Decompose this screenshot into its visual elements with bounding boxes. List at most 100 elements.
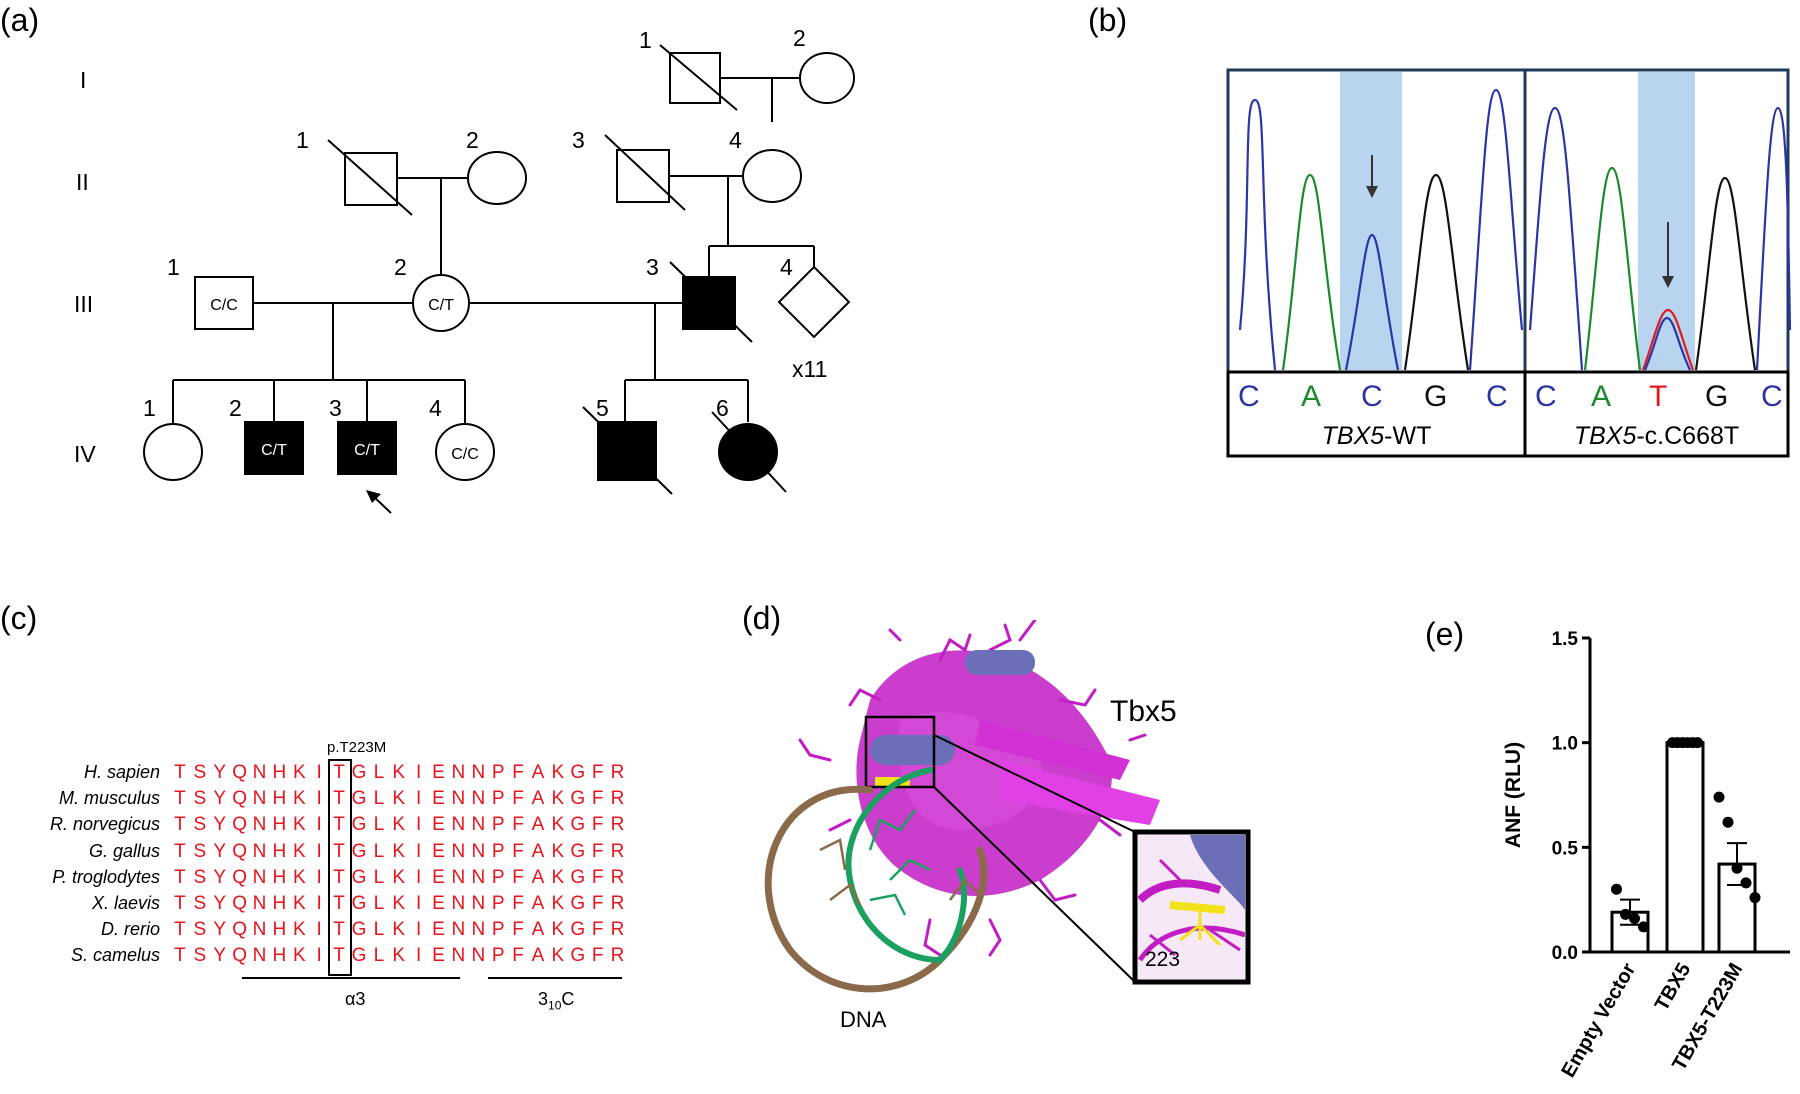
residue: G <box>351 788 367 810</box>
residue: H <box>272 762 287 783</box>
base-call: A <box>1591 380 1612 413</box>
y-axis-label: ANF (RLU) <box>1502 742 1525 848</box>
region-label-part: 3 <box>538 989 549 1009</box>
residue: Y <box>213 762 227 783</box>
residue: L <box>373 893 385 914</box>
individual-number: 2 <box>793 25 806 51</box>
residue: L <box>373 945 385 967</box>
residue: I <box>316 814 322 836</box>
base-call: C <box>1486 380 1508 413</box>
residue: I <box>316 919 322 941</box>
wt-base-calls: C A C G C <box>1228 380 1525 420</box>
residue: I <box>415 945 422 967</box>
residue: P <box>491 788 505 810</box>
individual-number: 1 <box>296 127 309 153</box>
residue: K <box>292 814 306 836</box>
pedigree-IV4-female <box>435 423 495 481</box>
residue: N <box>451 893 466 914</box>
individual-count: x11 <box>792 356 827 382</box>
residue: H <box>272 945 287 967</box>
residue: L <box>373 919 385 941</box>
individual-number: 3 <box>646 254 659 280</box>
individual-number: 4 <box>729 127 742 153</box>
residue: T <box>174 866 186 888</box>
residue: Q <box>232 919 247 941</box>
residue: T <box>333 866 345 888</box>
residue: I <box>316 866 322 888</box>
wt-gene-label: TBX5-WT <box>1228 422 1525 451</box>
residue: T <box>174 919 186 941</box>
protein-dna-structure <box>764 620 1251 993</box>
residue: A <box>531 945 545 967</box>
residue: N <box>471 893 486 914</box>
pedigree-chart: I II III IV 1 2 1 2 3 4 1 2 3 4 x11 1 2 … <box>74 25 855 514</box>
species-name: H. sapien <box>83 762 160 782</box>
residue: Q <box>232 814 247 836</box>
residue: S <box>193 866 207 888</box>
residue: I <box>316 893 322 914</box>
residue: T <box>333 893 345 914</box>
residue: G <box>351 762 367 783</box>
residue: T <box>174 945 186 967</box>
y-tick-label: 0.0 <box>1552 943 1578 964</box>
residue: S <box>193 762 207 783</box>
residue: Q <box>232 762 247 783</box>
residue: A <box>531 919 545 941</box>
bar-0 <box>1610 910 1650 954</box>
residue: G <box>351 814 367 836</box>
region-bar-310c <box>488 977 622 979</box>
data-point <box>1620 908 1631 920</box>
residue: F <box>591 866 604 888</box>
residue: N <box>451 840 466 862</box>
protein-label: Tbx5 <box>1110 695 1177 728</box>
genotype-label: C/T <box>261 442 287 459</box>
residue: A <box>531 814 545 836</box>
residue: F <box>512 762 524 783</box>
data-point <box>1731 862 1743 874</box>
residue: G <box>570 814 586 836</box>
residue: P <box>491 814 505 836</box>
residue: N <box>471 840 486 862</box>
zoom-region-box <box>864 715 936 789</box>
residue: Q <box>232 945 247 967</box>
residue: N <box>252 814 267 836</box>
residue: T <box>174 814 186 836</box>
residue: I <box>415 788 422 810</box>
sequencing-chromatogram <box>1226 68 1792 458</box>
residue: E <box>432 788 445 810</box>
residue: F <box>591 840 604 862</box>
residue: L <box>373 814 385 836</box>
residue: F <box>591 788 604 810</box>
residue: I <box>415 814 422 836</box>
residue: K <box>292 762 306 783</box>
residue: F <box>512 893 524 914</box>
residue: P <box>491 762 505 783</box>
base-call: C <box>1761 380 1783 413</box>
residue: N <box>471 788 486 810</box>
dna-backbone-green <box>845 767 967 963</box>
residue: T <box>333 919 345 941</box>
residue: F <box>591 762 604 783</box>
residue: S <box>193 814 207 836</box>
arrow-down-icon <box>1366 186 1378 198</box>
residue: K <box>551 840 565 862</box>
residue: T <box>333 788 345 810</box>
mut-base-calls: C A T G C <box>1525 380 1788 420</box>
residue: R <box>610 866 625 888</box>
base-call: C <box>1361 380 1383 413</box>
generation-label: III <box>74 291 93 317</box>
residue: F <box>512 788 524 810</box>
residue: S <box>193 840 207 862</box>
base-call: A <box>1301 380 1322 413</box>
individual-number: 6 <box>716 395 729 421</box>
residue: S <box>193 919 207 941</box>
genotype-label: C/T <box>354 442 380 459</box>
residue: N <box>252 893 267 914</box>
species-name: R. norvegicus <box>49 814 160 835</box>
individual-number: 4 <box>429 395 442 421</box>
residue: P <box>491 866 505 888</box>
